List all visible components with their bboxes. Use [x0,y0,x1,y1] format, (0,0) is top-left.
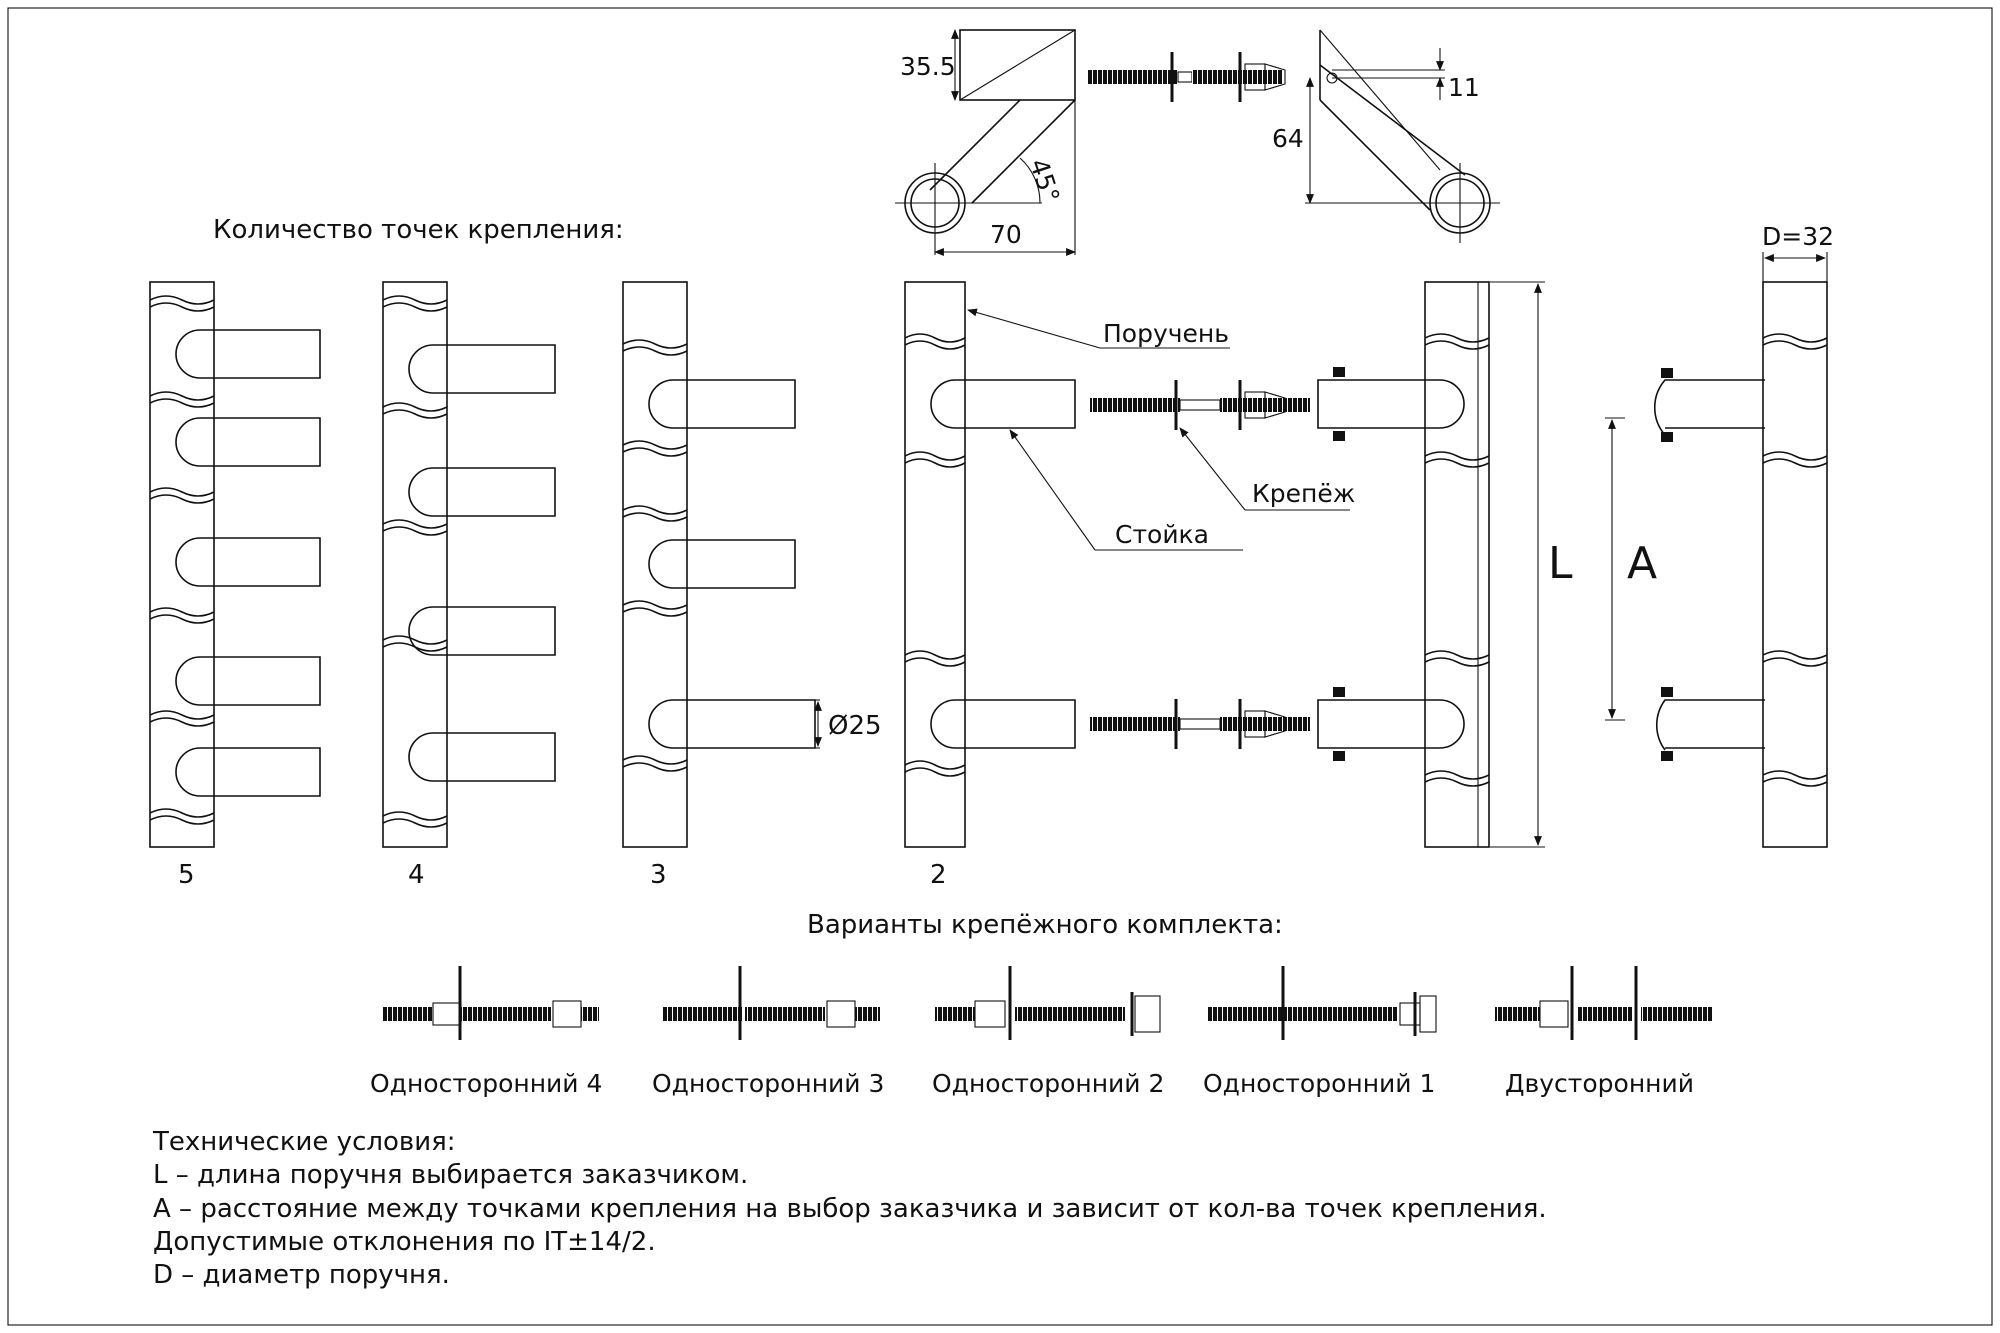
bracket-detail-right: 11 64 [1272,29,1500,243]
kit-label: Односторонний 2 [932,1069,1164,1098]
dim-hole-offset: 11 [1448,73,1480,102]
kit-label: Односторонний 4 [370,1069,602,1098]
rail-variant-5 [149,281,321,848]
rail-side-view: A D=32 [1605,222,1834,848]
kit-one-sided-4 [383,966,599,1040]
kit-one-sided-1 [1207,966,1437,1040]
tech-line: L – длина поручня выбирается заказчиком. [153,1160,748,1190]
fastener-lower [1090,699,1310,749]
dim-diameter: D=32 [1762,222,1834,251]
bracket-detail-left: 35.5 70 45° [895,29,1076,256]
kit-one-sided-3 [662,966,880,1040]
tech-line: A – расстояние между точками крепления н… [153,1194,1547,1224]
kit-label: Односторонний 1 [1203,1069,1435,1098]
tech-title: Технические условия: [152,1127,456,1157]
dim-post-diameter: Ø25 [828,711,882,741]
leader-labels: Поручень Крепёж Стойка [967,308,1355,551]
frame-border [7,7,1993,1326]
label-fastener: Крепёж [1252,479,1355,508]
kit-two-sided [1495,966,1713,1040]
label-handrail: Поручень [1103,319,1229,348]
heading-mount-points: Количество точек крепления: [213,215,624,245]
dim-width: 70 [990,220,1022,249]
tech-line: D – диаметр поручня. [153,1260,450,1290]
dim-spacing: A [1627,538,1657,589]
tech-line: Допустимые отклонения по IT±14/2. [153,1227,656,1257]
rail-variant-2 [904,281,1076,848]
kit-label: Односторонний 3 [652,1069,884,1098]
heading-kits: Варианты крепёжного комплекта: [807,910,1283,940]
dim-height: 64 [1272,124,1304,153]
rail-right-pair: L [1317,281,1573,848]
kit-one-sided-2 [935,966,1161,1040]
dim-angle: 45° [1024,155,1065,206]
mount-count-3: 3 [650,860,667,890]
kit-label: Двусторонний [1505,1069,1694,1098]
rail-variant-4 [382,281,556,848]
mount-count-4: 4 [408,860,425,890]
fastener-upper [1090,380,1310,430]
label-post: Стойка [1115,520,1209,549]
mount-count-2: 2 [930,860,947,890]
top-fastener [1088,52,1286,102]
dim-top-height: 35.5 [900,52,956,81]
mount-count-5: 5 [178,860,195,890]
rail-variant-3: Ø25 [622,281,882,848]
dim-length: L [1548,538,1573,589]
